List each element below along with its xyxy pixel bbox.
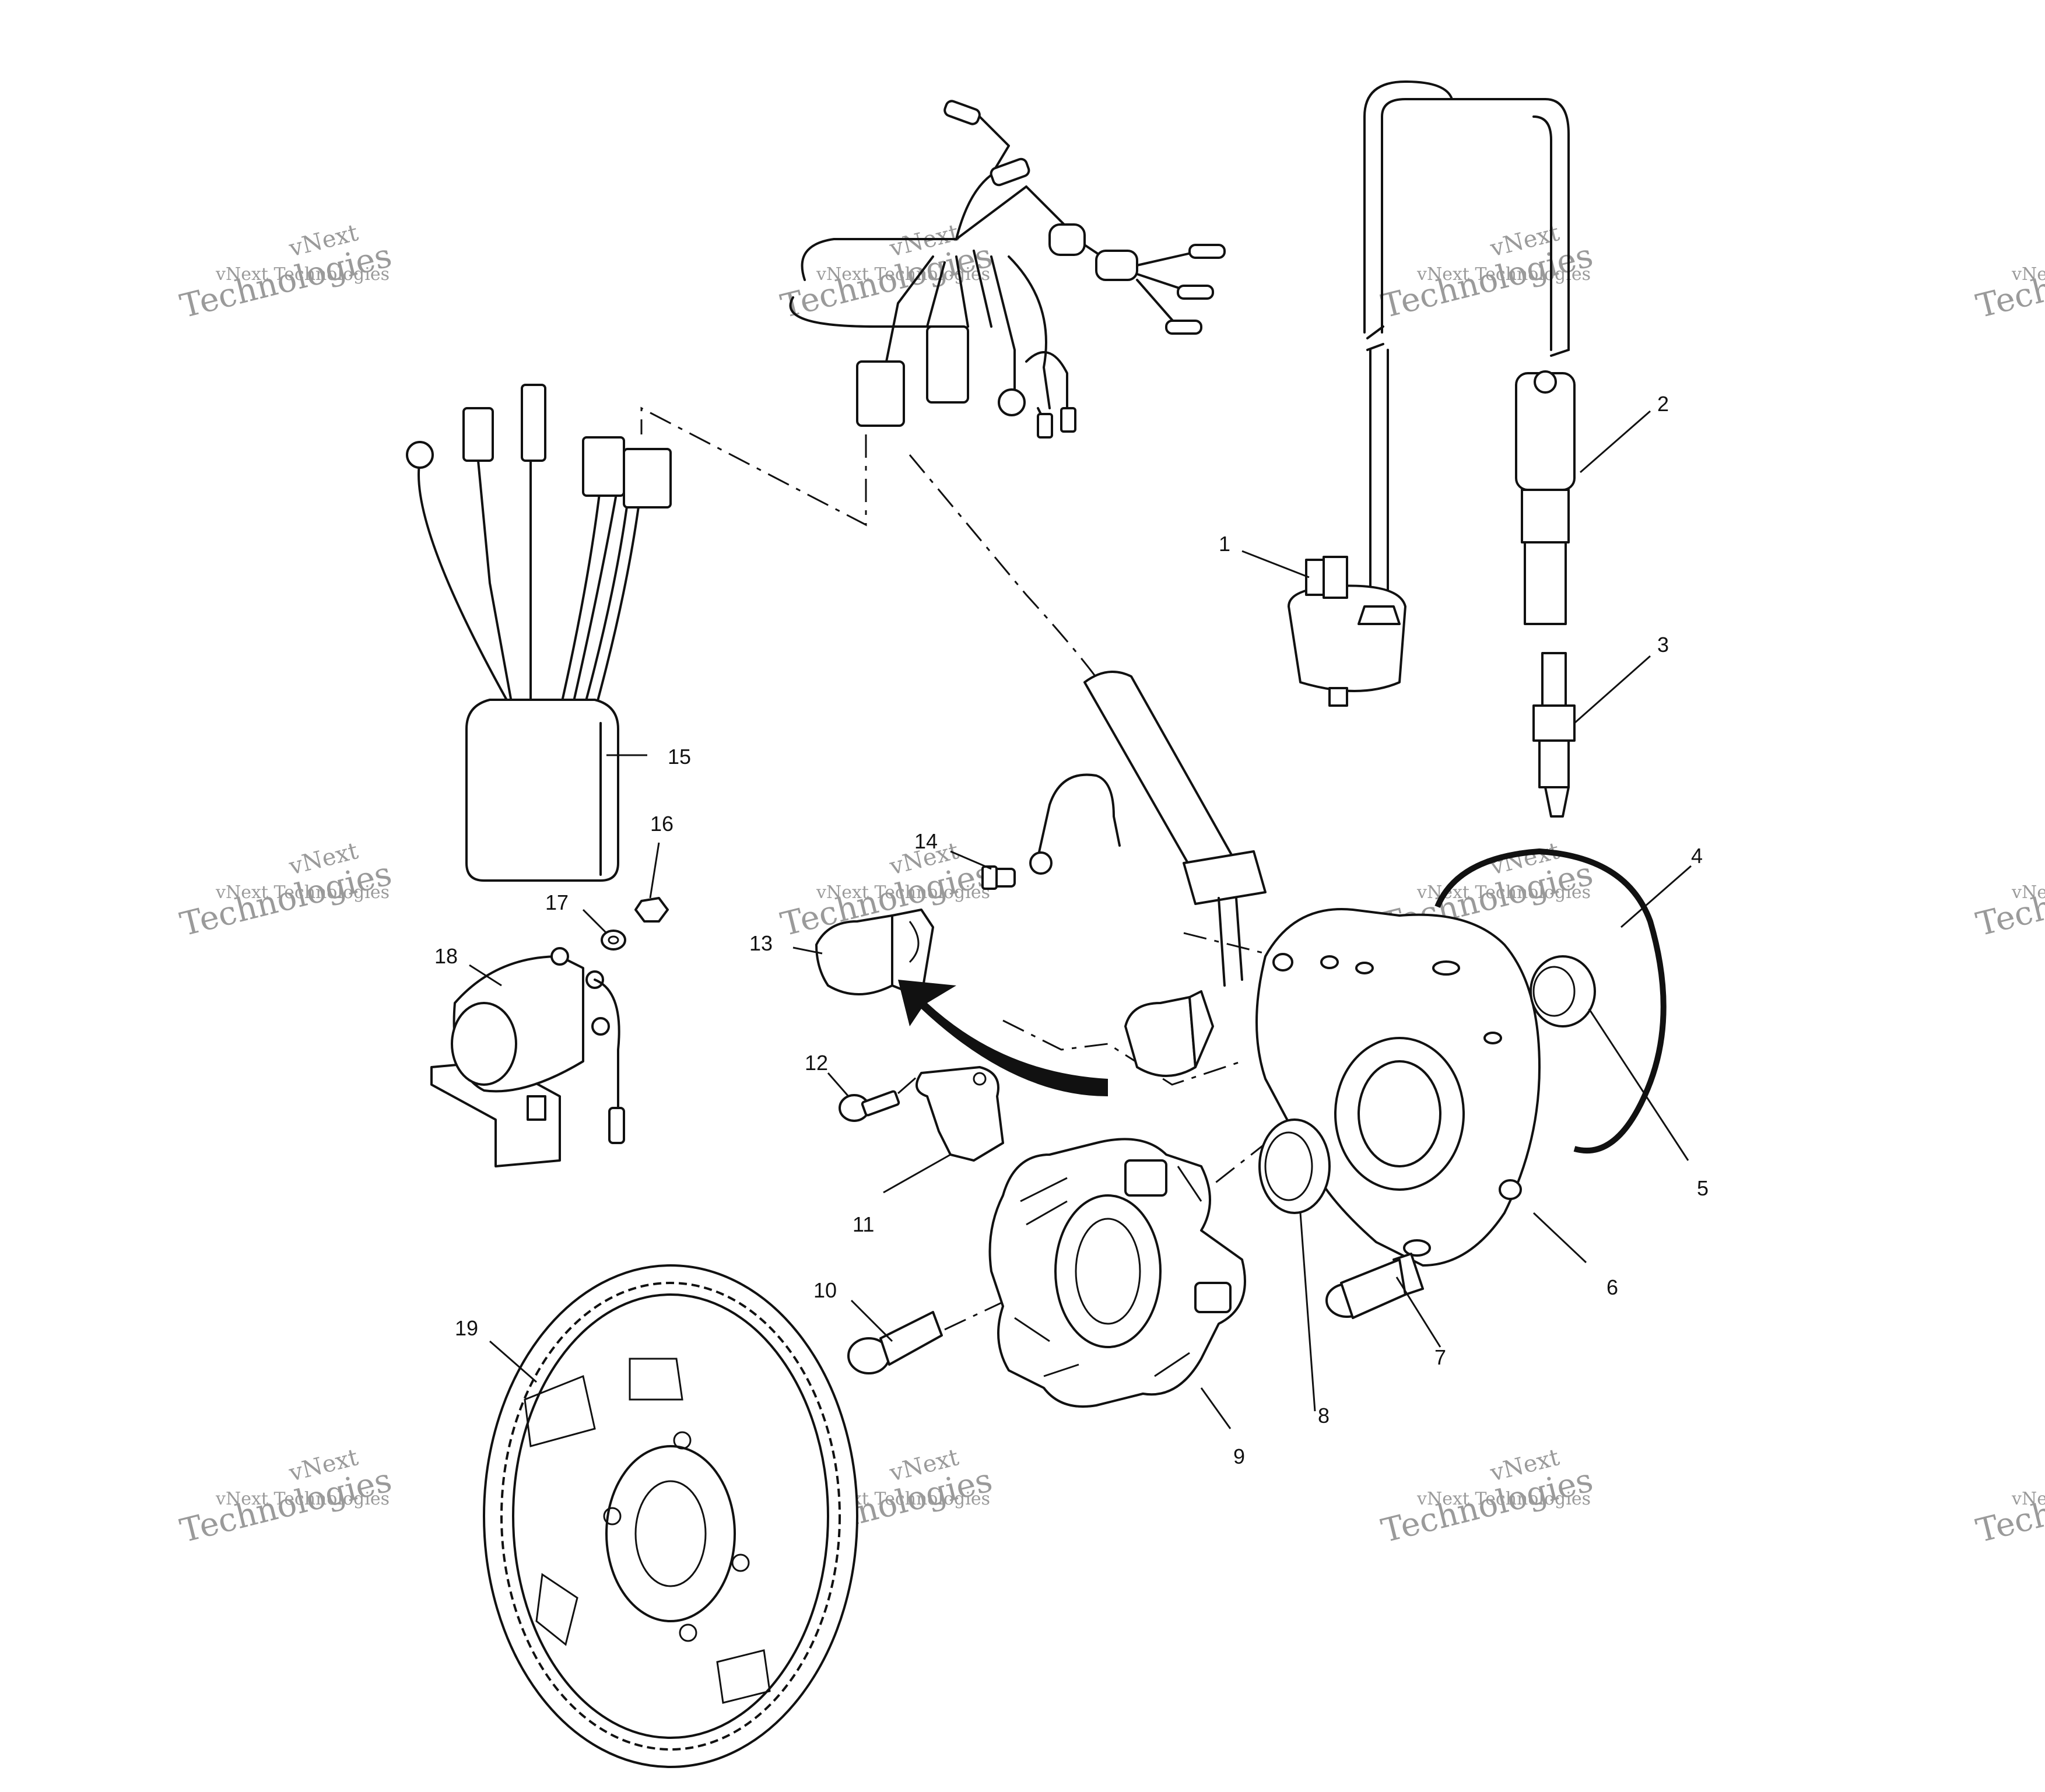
- pickup-coil-installed: [1124, 990, 1214, 1077]
- watermark-line3: Technologies: [177, 237, 395, 326]
- watermark-line2: vNext Technologies: [215, 264, 390, 285]
- stator-bolt: [847, 1311, 943, 1374]
- watermark-tile: vNext vNext Technologies Technologies: [177, 837, 395, 944]
- pickup-coil: [815, 909, 934, 998]
- watermark-line3: Technologies: [177, 1461, 395, 1551]
- ignition-coil: [1288, 556, 1406, 707]
- callout-12: 12: [805, 1051, 828, 1075]
- callout-1: 1: [1219, 532, 1230, 556]
- watermark-tile: vNext vNext Technologies Technologies: [1378, 1444, 1597, 1551]
- watermark-tile: vNext Technologies Technologies: [1973, 1461, 2045, 1551]
- watermark-line2: vNext Technologies: [215, 882, 390, 903]
- callout-15: 15: [668, 745, 691, 769]
- flywheel: [483, 1264, 858, 1768]
- callout-9: 9: [1233, 1444, 1245, 1468]
- watermark-tile: vNext vNext Technologies Technologies: [177, 1444, 395, 1551]
- stator-cable: [1083, 671, 1267, 987]
- bearing: [1530, 955, 1596, 1027]
- watermark-line2: vNext Technologies: [2011, 264, 2045, 285]
- watermark-line3: Technologies: [1973, 237, 2045, 326]
- watermark-line3: Technologies: [777, 237, 996, 326]
- watermark-line3: Technologies: [1378, 1461, 1597, 1551]
- watermark-line2: vNext Technologies: [2011, 882, 2045, 903]
- dash-screw-clamp: [897, 1072, 980, 1095]
- watermark-tile: vNext Technologies Technologies: [1973, 237, 2045, 326]
- callout-18: 18: [434, 944, 458, 968]
- callout-13: 13: [749, 931, 773, 955]
- callout-4: 4: [1691, 844, 1703, 868]
- dash-pickup-to-stator: [1002, 1019, 1243, 1086]
- watermark-line2: vNext Technologies: [1416, 1489, 1591, 1509]
- callout-19: 19: [455, 1316, 478, 1340]
- oil-seal: [1258, 1118, 1331, 1214]
- watermark-line3: Technologies: [1378, 237, 1597, 326]
- callout-7: 7: [1434, 1345, 1446, 1369]
- dash-harness-to-stator: [909, 454, 1109, 695]
- callout-17: 17: [545, 890, 569, 914]
- leader-lines: [469, 410, 1692, 1429]
- wire-clamp: [915, 1066, 1004, 1162]
- washer: [601, 930, 626, 951]
- starter-solenoid: [430, 947, 625, 1167]
- callout-14: 14: [914, 829, 938, 853]
- watermark-line2: vNext Technologies: [1416, 264, 1591, 285]
- o-ring: [1434, 848, 1667, 1154]
- ground-screw: [981, 773, 1121, 890]
- watermark-tile: vNext vNext Technologies Technologies: [1378, 219, 1597, 326]
- cdi-box: [406, 384, 672, 882]
- spark-plug: [1532, 652, 1576, 818]
- callout-10: 10: [813, 1278, 837, 1302]
- watermark-line3: Technologies: [177, 855, 395, 944]
- spark-plug-cap: [1515, 370, 1576, 625]
- watermark-line2: vNext Technologies: [215, 1489, 390, 1509]
- direction-arrow: [898, 980, 1108, 1096]
- nut: [634, 897, 669, 923]
- watermark-line3: Technologies: [1973, 855, 2045, 944]
- callout-16: 16: [650, 812, 674, 836]
- callout-6: 6: [1606, 1275, 1618, 1299]
- housing-bolt: [1325, 1253, 1424, 1319]
- callout-3: 3: [1657, 633, 1669, 657]
- wire-harness: [789, 100, 1226, 439]
- callout-11: 11: [853, 1212, 874, 1236]
- clamp-screw: [839, 1090, 900, 1122]
- callout-8: 8: [1318, 1404, 1330, 1428]
- watermark-tile: vNext Technologies Technologies: [1973, 855, 2045, 944]
- dash-harness-to-cdi: [640, 406, 867, 527]
- watermark-line2: vNext Technologies: [816, 882, 990, 903]
- watermark-tile: vNext vNext Technologies Technologies: [177, 219, 395, 326]
- spark-plug-wire: [1363, 80, 1570, 631]
- watermark-line2: vNext Technologies: [2011, 1489, 2045, 1509]
- stator: [988, 1138, 1246, 1408]
- watermark-line3: Technologies: [1973, 1461, 2045, 1551]
- callout-labels: 1 2 3 4 5 6 7 8 9 10 11 12 13 14 15 16 1…: [434, 392, 1709, 1468]
- callout-2: 2: [1657, 392, 1669, 416]
- callout-5: 5: [1697, 1176, 1709, 1200]
